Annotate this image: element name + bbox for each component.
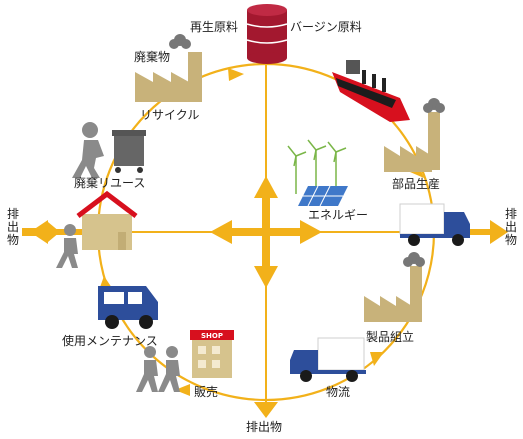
label-waste-reuse: 廃棄リユース — [74, 176, 146, 190]
person-icon-house — [56, 224, 78, 268]
truck-icon-logistics — [290, 337, 366, 382]
person-icon-sales — [136, 346, 180, 392]
factory-icon-waste — [135, 34, 202, 102]
cycle-arrow-top-left — [228, 68, 244, 81]
emission-arrow-left-head — [30, 220, 48, 244]
emission-arrow-right-head — [490, 220, 508, 244]
factory-icon-assembly — [364, 252, 425, 322]
emission-arrow-bottom-head — [254, 402, 278, 418]
label-emissions-right: 排出物 — [504, 207, 517, 247]
label-emissions-left: 排出物 — [6, 207, 19, 247]
trash-cart-icon — [112, 130, 146, 173]
ship-icon — [332, 60, 410, 122]
shop-icon — [190, 330, 234, 378]
emission-arrow-right-shaft — [470, 229, 492, 235]
van-icon — [98, 286, 158, 329]
barrel-icon — [246, 4, 288, 64]
label-parts-production: 部品生産 — [392, 177, 441, 191]
wind-turbine-icon — [287, 139, 347, 194]
label-sales: 販売 — [194, 385, 219, 399]
label-product-assembly: 製品組立 — [366, 330, 415, 344]
label-virgin-materials: バージン原料 — [290, 20, 362, 34]
label-recycle: リサイクル — [140, 108, 200, 122]
label-use-maintenance: 使用メンテナンス — [62, 334, 158, 348]
label-recycled-materials: 再生原料 — [190, 20, 239, 34]
person-icon-waste — [72, 122, 104, 178]
cycle-arrow-bottom-right — [370, 352, 384, 366]
four-way-arrow-icon — [210, 176, 322, 288]
cycle-arrow-bottom-left — [175, 384, 190, 396]
label-logistics: 物流 — [326, 385, 351, 399]
solar-panel-icon — [298, 185, 348, 207]
house-icon — [76, 190, 138, 250]
factory-icon-parts — [384, 98, 445, 172]
label-energy: エネルギー — [308, 208, 369, 222]
label-waste-top: 廃棄物 — [134, 50, 171, 64]
truck-icon-right — [399, 203, 470, 246]
label-emissions-bottom: 排出物 — [246, 420, 283, 434]
shop-sign-text: SHOP — [201, 332, 223, 340]
